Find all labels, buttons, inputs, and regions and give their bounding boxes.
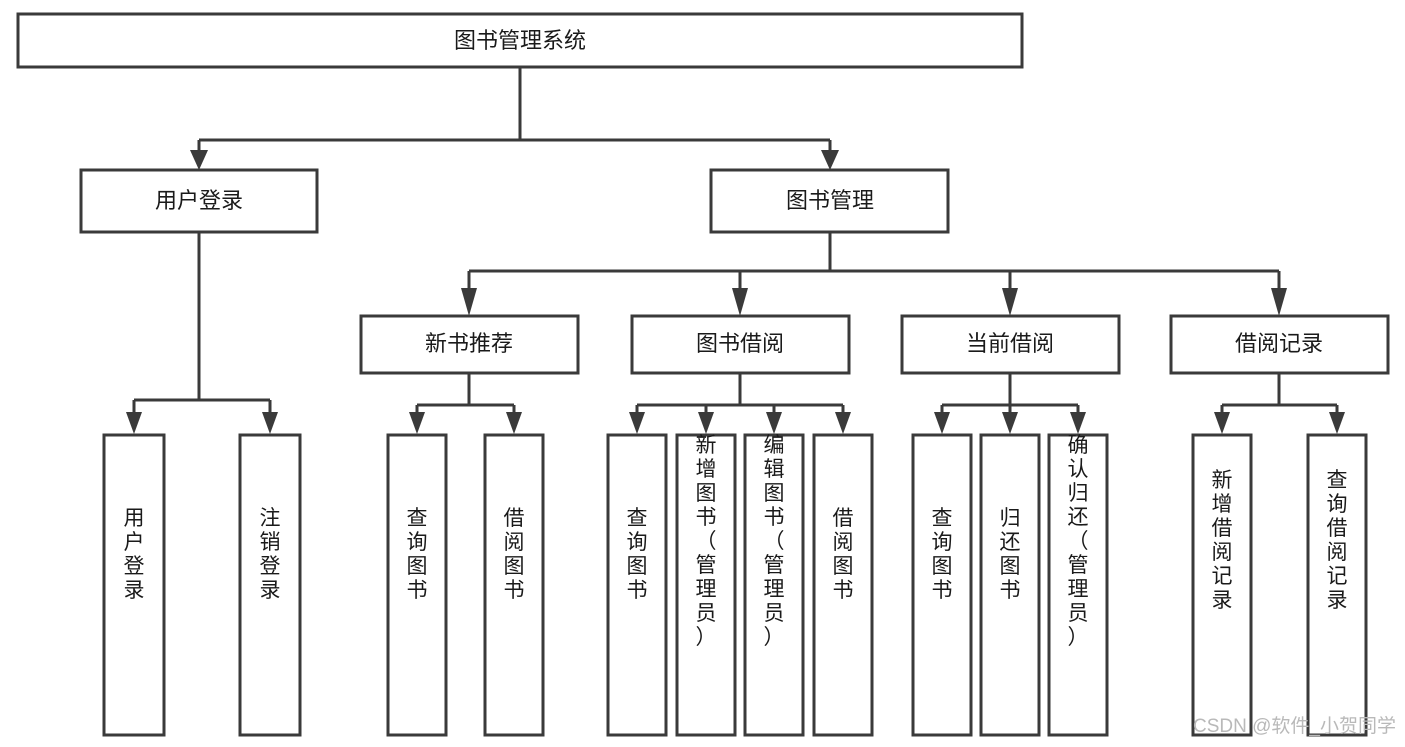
arrowhead-leaf-user-login bbox=[126, 412, 142, 434]
node-leaf-return-book[interactable]: 归还图书 bbox=[979, 433, 1041, 737]
node-leaf-add-record[interactable]: 新增借阅记录 bbox=[1191, 433, 1253, 737]
node-leaf-query-book-1[interactable]: 查询图书 bbox=[386, 433, 448, 737]
node-leaf-user-login-box[interactable] bbox=[102, 433, 166, 737]
node-current-borrow-box[interactable] bbox=[900, 314, 1121, 375]
connector-layer bbox=[126, 67, 1345, 434]
arrowhead-new-book-recommend bbox=[461, 288, 477, 316]
node-leaf-query-book-2-label: 查询图书 bbox=[627, 507, 648, 602]
node-leaf-user-logout-label: 注销登录 bbox=[260, 507, 281, 602]
node-leaf-return-book-box[interactable] bbox=[979, 433, 1041, 737]
node-book-borrow-box[interactable] bbox=[630, 314, 851, 375]
arrowhead-leaf-query-book-3 bbox=[934, 412, 950, 434]
node-leaf-edit-book[interactable]: 编辑图书（管理员） bbox=[743, 433, 805, 737]
arrowhead-leaf-borrow-book-1 bbox=[506, 412, 522, 434]
node-user-login-label: 用户登录 bbox=[155, 188, 243, 213]
arrowhead-leaf-confirm-return bbox=[1070, 412, 1086, 434]
node-book-borrow[interactable]: 图书借阅 bbox=[630, 314, 851, 375]
arrowhead-user-login bbox=[190, 150, 208, 170]
node-leaf-edit-book-label: 编辑图书（管理员） bbox=[764, 434, 785, 649]
node-leaf-user-login[interactable]: 用户登录 bbox=[102, 433, 166, 737]
node-leaf-query-book-3-box[interactable] bbox=[911, 433, 973, 737]
node-leaf-query-book-3[interactable]: 查询图书 bbox=[911, 433, 973, 737]
node-leaf-query-book-1-label: 查询图书 bbox=[407, 507, 428, 602]
node-book-manage-box[interactable] bbox=[709, 168, 950, 234]
node-leaf-borrow-book-2-label: 借阅图书 bbox=[833, 507, 854, 602]
node-leaf-user-logout[interactable]: 注销登录 bbox=[238, 433, 302, 737]
node-leaf-add-record-label: 新增借阅记录 bbox=[1212, 469, 1233, 612]
arrowhead-current-borrow bbox=[1002, 288, 1018, 316]
node-new-book-recommend-box[interactable] bbox=[359, 314, 580, 375]
arrowhead-leaf-edit-book bbox=[766, 412, 782, 434]
node-leaf-query-book-3-label: 查询图书 bbox=[932, 507, 953, 602]
node-root-box[interactable] bbox=[16, 12, 1024, 69]
node-leaf-confirm-return[interactable]: 确认归还（管理员） bbox=[1047, 433, 1109, 737]
arrowhead-leaf-borrow-book-2 bbox=[835, 412, 851, 434]
node-leaf-confirm-return-box[interactable] bbox=[1047, 433, 1109, 737]
node-leaf-confirm-return-label: 确认归还（管理员） bbox=[1068, 434, 1089, 649]
node-leaf-query-book-2-box[interactable] bbox=[606, 433, 668, 737]
node-leaf-return-book-label: 归还图书 bbox=[1000, 507, 1021, 602]
arrowhead-book-borrow bbox=[732, 288, 748, 316]
node-current-borrow[interactable]: 当前借阅 bbox=[900, 314, 1121, 375]
node-leaf-add-book-box[interactable] bbox=[675, 433, 737, 737]
node-book-manage[interactable]: 图书管理 bbox=[709, 168, 950, 234]
node-user-login-box[interactable] bbox=[79, 168, 319, 234]
node-book-borrow-label: 图书借阅 bbox=[696, 331, 784, 356]
node-leaf-borrow-book-1-label: 借阅图书 bbox=[504, 507, 525, 602]
node-borrow-record[interactable]: 借阅记录 bbox=[1169, 314, 1390, 375]
node-current-borrow-label: 当前借阅 bbox=[966, 331, 1054, 356]
node-leaf-query-record[interactable]: 查询借阅记录 bbox=[1306, 433, 1368, 737]
node-leaf-query-record-box[interactable] bbox=[1306, 433, 1368, 737]
arrowhead-leaf-add-record bbox=[1214, 412, 1230, 434]
arrowhead-book-manage bbox=[821, 150, 839, 170]
arrowhead-leaf-return-book bbox=[1002, 412, 1018, 434]
node-new-book-recommend-label: 新书推荐 bbox=[425, 331, 513, 356]
node-leaf-user-logout-box[interactable] bbox=[238, 433, 302, 737]
node-leaf-borrow-book-2[interactable]: 借阅图书 bbox=[812, 433, 874, 737]
node-leaf-borrow-book-1[interactable]: 借阅图书 bbox=[483, 433, 545, 737]
node-leaf-query-book-2[interactable]: 查询图书 bbox=[606, 433, 668, 737]
node-leaf-borrow-book-1-box[interactable] bbox=[483, 433, 545, 737]
arrowhead-borrow-record bbox=[1271, 288, 1287, 316]
arrowhead-leaf-query-book-1 bbox=[409, 412, 425, 434]
csdn-watermark: CSDN @软件_小贺同学 bbox=[1193, 715, 1396, 737]
node-leaf-user-login-label: 用户登录 bbox=[124, 507, 145, 602]
arrowhead-leaf-query-book-2 bbox=[629, 412, 645, 434]
node-leaf-edit-book-box[interactable] bbox=[743, 433, 805, 737]
arrowhead-leaf-add-book bbox=[698, 412, 714, 434]
node-leaf-query-record-label: 查询借阅记录 bbox=[1327, 469, 1348, 612]
node-leaf-add-book-label: 新增图书（管理员） bbox=[696, 434, 717, 649]
node-book-manage-label: 图书管理 bbox=[786, 188, 874, 213]
node-borrow-record-box[interactable] bbox=[1169, 314, 1390, 375]
node-leaf-query-book-1-box[interactable] bbox=[386, 433, 448, 737]
arrowhead-leaf-user-logout bbox=[262, 412, 278, 434]
arrowhead-leaf-query-record bbox=[1329, 412, 1345, 434]
node-root[interactable]: 图书管理系统 bbox=[16, 12, 1024, 69]
node-leaf-add-book[interactable]: 新增图书（管理员） bbox=[675, 433, 737, 737]
node-borrow-record-label: 借阅记录 bbox=[1235, 331, 1323, 356]
node-user-login[interactable]: 用户登录 bbox=[79, 168, 319, 234]
node-leaf-borrow-book-2-box[interactable] bbox=[812, 433, 874, 737]
node-root-label: 图书管理系统 bbox=[454, 28, 586, 53]
node-new-book-recommend[interactable]: 新书推荐 bbox=[359, 314, 580, 375]
node-leaf-add-record-box[interactable] bbox=[1191, 433, 1253, 737]
